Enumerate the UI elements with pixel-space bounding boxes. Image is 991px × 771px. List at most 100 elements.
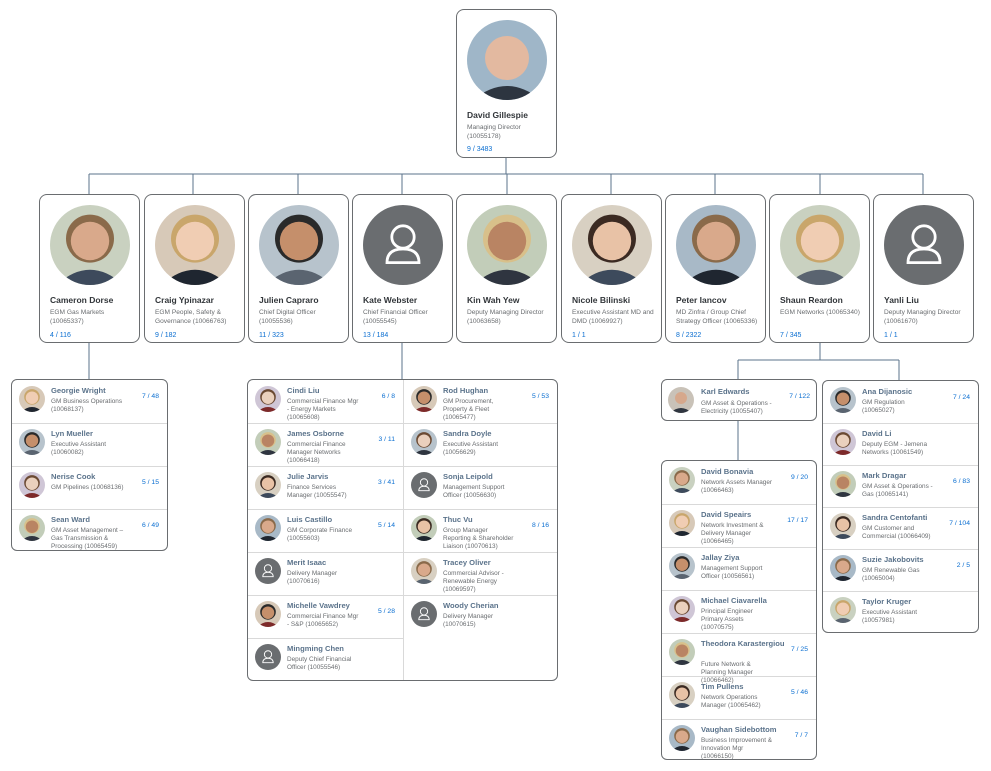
person-name[interactable]: Karl Edwards (701, 387, 750, 396)
team-count-link[interactable]: 7 / 122 (789, 393, 810, 400)
person-name[interactable]: Michelle Vawdrey (287, 601, 350, 610)
person-name[interactable]: Jallay Ziya (701, 553, 740, 562)
team-count-link[interactable]: 2 / 5 (956, 562, 970, 569)
team-count-link[interactable]: 7 / 25 (790, 646, 808, 653)
team-count-link[interactable]: 3 / 11 (378, 436, 395, 443)
person-name[interactable]: Sonja Leipold (443, 472, 493, 481)
team-count-link[interactable]: 6 / 83 (952, 478, 970, 485)
person-name[interactable]: Thuc Vu (443, 515, 473, 524)
team-count-link[interactable]: 7 / 104 (949, 520, 970, 527)
person-name[interactable]: Kate Webster (363, 295, 418, 305)
team-count-link[interactable]: 1 / 1 (884, 332, 898, 339)
person-name[interactable]: Cameron Dorse (50, 295, 114, 305)
person-name[interactable]: Craig Ypinazar (155, 295, 214, 305)
person-name[interactable]: Sandra Centofanti (862, 513, 928, 522)
person-name[interactable]: Tracey Oliver (443, 558, 491, 567)
person-name[interactable]: David Li (862, 429, 892, 438)
person-name[interactable]: Taylor Kruger (862, 597, 912, 606)
team-count-link[interactable]: 8 / 2322 (676, 332, 702, 339)
team-count-link[interactable]: 7 / 48 (141, 393, 159, 400)
karl-edwards-card[interactable]: Karl Edwards GM Asset & Operations - Ele… (661, 379, 817, 421)
person-name[interactable]: Kin Wah Yew (467, 295, 520, 305)
person-name[interactable]: Theodora Karastergiou (701, 639, 785, 648)
person-name[interactable]: Shaun Reardon (780, 295, 843, 305)
person-name[interactable]: David Bonavia (701, 467, 754, 476)
team-count-link[interactable]: 11 / 323 (259, 332, 284, 339)
person-name[interactable]: Ana Dijanosic (862, 387, 913, 396)
person-name[interactable]: Suzie Jakobovits (862, 555, 924, 564)
team-count-link[interactable]: 7 / 24 (952, 394, 970, 401)
person-name[interactable]: Yanli Liu (884, 295, 919, 305)
team-count-link[interactable]: 5 / 28 (377, 608, 395, 615)
person-name[interactable]: Julie Jarvis (287, 472, 329, 481)
person-name[interactable]: Tim Pullens (701, 682, 744, 691)
team-count-link[interactable]: 7 / 345 (780, 332, 802, 339)
team-count-link[interactable]: 6 / 49 (141, 522, 159, 529)
team-count-link[interactable]: 3 / 41 (377, 479, 395, 486)
team-count-link[interactable]: 5 / 53 (531, 393, 549, 400)
person-name[interactable]: Merit Isaac (287, 558, 327, 567)
team-count-link[interactable]: 7 / 7 (794, 732, 808, 739)
root-card[interactable]: David Gillespie Managing Director (10055… (456, 9, 557, 158)
person-name[interactable]: David Gillespie (467, 110, 528, 120)
team-count-link[interactable]: 4 / 116 (50, 332, 71, 339)
person-name[interactable]: Woody Cherian (443, 601, 499, 610)
team-count-link[interactable]: 6 / 8 (381, 393, 395, 400)
person-name[interactable]: Mark Dragar (862, 471, 907, 480)
person-name[interactable]: Rod Hughan (443, 386, 489, 395)
team-count-link[interactable]: 1 / 1 (572, 332, 586, 339)
person-name[interactable]: Sandra Doyle (443, 429, 492, 438)
team-count-link[interactable]: 9 / 20 (790, 474, 808, 481)
person-name[interactable]: Cindi Liu (287, 386, 320, 395)
person-name[interactable]: Georgie Wright (51, 386, 106, 395)
team-count-link[interactable]: 5 / 15 (141, 479, 159, 486)
team-count-link[interactable]: 9 / 182 (155, 332, 177, 339)
team-count-link[interactable]: 5 / 46 (790, 689, 808, 696)
team-count-link[interactable]: 9 / 3483 (467, 146, 493, 153)
team-count-link[interactable]: 5 / 14 (377, 522, 395, 529)
person-name[interactable]: Michael Ciavarella (701, 596, 767, 605)
person-name[interactable]: David Speairs (701, 510, 752, 519)
team-count-link[interactable]: 13 / 184 (363, 332, 389, 339)
person-name[interactable]: Peter Iancov (676, 295, 727, 305)
person-name[interactable]: James Osborne (287, 429, 344, 438)
team-count-link[interactable]: 17 / 17 (787, 517, 808, 524)
team-count-link[interactable]: 8 / 16 (531, 522, 549, 529)
